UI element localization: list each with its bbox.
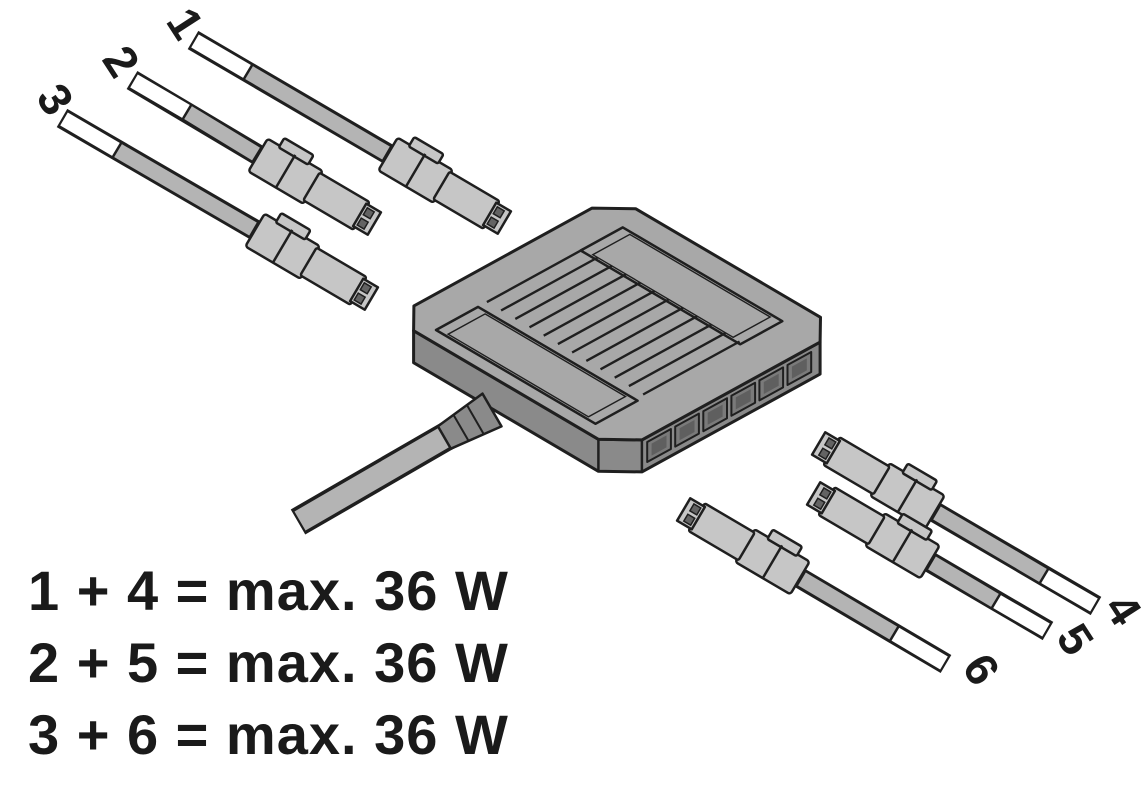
cable-1-connector (377, 128, 520, 241)
cable-5-white-tip (992, 594, 1050, 637)
cable-1-wire (244, 65, 390, 160)
rib (571, 298, 670, 354)
boot-ridge (466, 404, 485, 435)
cooling-ribs (486, 248, 741, 396)
rib (557, 290, 655, 346)
cable-6-connector (672, 484, 816, 596)
output-port-socket (791, 358, 807, 379)
output-port-socket (679, 420, 695, 441)
cable-6-label: 6 (953, 644, 1011, 694)
box-label-recess-right (579, 226, 784, 346)
box-label-recess-left-inner (446, 313, 627, 418)
box-label-recess-right-inner (591, 233, 772, 339)
cable-1-white-tip (191, 34, 252, 79)
rib (628, 332, 726, 388)
distribution-box (412, 206, 822, 474)
cable-3-white-tip (60, 112, 121, 157)
cable-5-label: 5 (1047, 614, 1105, 664)
cable-2-white-tip (130, 74, 191, 119)
cable-5-wire (928, 556, 1000, 608)
rib (528, 273, 627, 329)
output-port-socket (735, 389, 751, 410)
cable-3-wire (113, 143, 257, 236)
cable-5 (924, 552, 1054, 641)
power-cord-wire (294, 424, 456, 531)
cable-4-wire (933, 506, 1048, 583)
rib (585, 306, 684, 362)
power-limit-line-3: 3 + 6 = max. 36 W (28, 703, 509, 766)
cable-6-white-tip (890, 627, 948, 670)
cable-4-white-tip (1040, 569, 1098, 612)
output-port-socket (651, 435, 667, 456)
cable-2-wire (183, 105, 260, 161)
output-port-socket (763, 373, 779, 394)
box-label-recess-left (434, 305, 639, 426)
cable-4-tip-mark (1038, 568, 1050, 584)
rib (500, 256, 599, 312)
cable-1 (187, 30, 394, 164)
box-top-face (412, 206, 822, 442)
cable-5-tip-mark (990, 593, 1002, 609)
output-ports (646, 351, 813, 463)
cable-1-tip-mark (242, 64, 254, 80)
rib (543, 281, 641, 337)
rib (486, 248, 584, 304)
cable-3-tip-mark (111, 142, 123, 158)
power-limit-line-1: 1 + 4 = max. 36 W (28, 559, 509, 622)
cable-4-label: 4 (1095, 584, 1143, 634)
rib (614, 323, 712, 379)
cable-6-wire (798, 572, 899, 641)
output-port-socket (707, 404, 723, 425)
cable-6-tip-mark (889, 626, 900, 642)
power-limit-legend: 1 + 4 = max. 36 W 2 + 5 = max. 36 W 3 + … (28, 559, 509, 766)
cable-3 (56, 108, 261, 240)
rib (514, 264, 613, 320)
power-limit-line-2: 2 + 5 = max. 36 W (28, 631, 509, 694)
boot-ridge (452, 414, 470, 442)
rib (642, 340, 741, 396)
cable-2 (126, 70, 264, 165)
cable-2-tip-mark (181, 104, 193, 120)
cable-6 (794, 568, 952, 674)
cable-4 (929, 502, 1102, 616)
power-cord (290, 392, 503, 535)
rib (599, 315, 698, 371)
